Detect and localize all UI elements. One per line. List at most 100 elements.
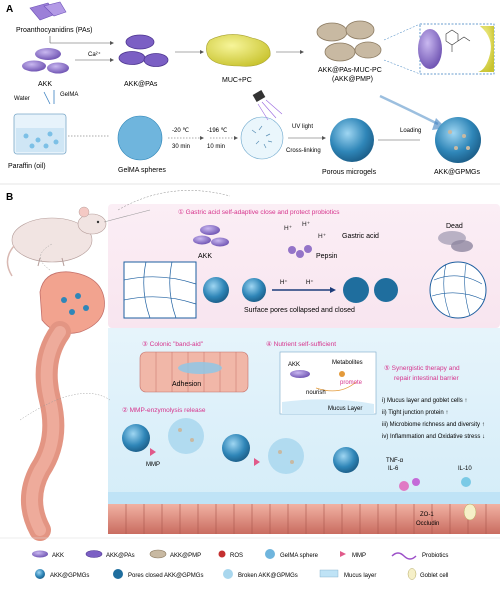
arrow-head [110, 41, 114, 45]
akk-pmp-cluster-icon [316, 20, 382, 62]
panel-a-label: A [6, 4, 13, 15]
pepsin-label: Pepsin [316, 253, 338, 260]
legend-label: Broken AKK@GPMGs [238, 573, 298, 579]
legend: AKK AKK@PAs AKK@PMP ROS GelMA sphere MMP… [32, 549, 448, 580]
crosslink-label: Cross-linking [286, 148, 321, 154]
akk-gpmgs-label: AKK@GPMGs [434, 169, 481, 176]
zoom-line [383, 59, 421, 75]
legend-label: AKK [52, 553, 64, 559]
zoom-muc-icon [478, 26, 494, 72]
legend-label: AKK@PMP [170, 553, 201, 559]
zo1-label: ZO-1 [420, 512, 434, 518]
muc-pc-label: MUC+PC [222, 77, 252, 84]
section-4-title: ④ Nutrient self-sufficient [266, 340, 336, 348]
occludin-label: Occludin [416, 521, 439, 527]
akk-cluster-icon [22, 48, 69, 74]
epithelium-band [108, 504, 500, 534]
promote-label: promote [340, 380, 363, 386]
gastric-acid-label: Gastric acid [342, 233, 379, 240]
mmp-label: MMP [146, 462, 160, 468]
legend-label: Goblet cell [420, 573, 448, 579]
akk-icon-group [193, 225, 229, 247]
cycle-arrow [315, 381, 357, 392]
cell-borders [125, 504, 487, 534]
legend-label: Mucus layer [344, 573, 376, 579]
cytokine-icon [412, 478, 420, 486]
microgel-release-2 [222, 434, 250, 462]
akk-pmp-label-2: (AKK@PMP) [332, 76, 373, 83]
akk-icon [32, 550, 48, 558]
adhesion-label: Adhesion [172, 381, 201, 388]
result-4: iv) Inflammation and Oxidative stress ↓ [382, 434, 485, 440]
h-ion-3: H⁺ [318, 233, 327, 240]
pores-label: Surface pores collapsed and closed [244, 307, 355, 314]
dead-label: Dead [446, 223, 463, 230]
microgel-degrading-1 [168, 418, 204, 454]
arrow-head [200, 136, 204, 140]
gelma-sphere-icon [265, 549, 275, 559]
zoom-akk-icon [418, 29, 442, 69]
h-ion-2: H⁺ [302, 221, 311, 228]
microgel-open-icon-2 [242, 278, 266, 302]
result-3: iii) Microbiome richness and diversity ↑ [382, 422, 485, 428]
pepsin-icon [288, 245, 312, 258]
probiotics-icon [391, 552, 417, 560]
loaded-akk-dots [448, 130, 470, 150]
section-5-title-2: repair intestinal barrier [394, 375, 460, 382]
zoom-line [383, 23, 421, 41]
ros-icon [218, 550, 226, 558]
microgel-release-1 [122, 424, 150, 452]
pores-closed-icon [343, 277, 369, 303]
result-1: i) Mucus layer and goblet cells ↑ [382, 398, 467, 404]
step1-temp: -20 ℃ [172, 128, 189, 134]
closed-mesh-icon [429, 261, 487, 319]
beaker-icon [13, 90, 67, 155]
section-2-title: ② MMP-enzymolysis release [122, 406, 206, 414]
dashed-path [117, 190, 231, 211]
mouse-icon [6, 206, 107, 277]
intestine-lumen [26, 326, 66, 536]
section-5-title-1: ⑤ Synergistic therapy and [384, 364, 460, 372]
paraffin-label: Paraffin (oil) [8, 163, 46, 170]
pores-closed-icon-2 [374, 278, 398, 302]
akk-pas-icon [85, 550, 103, 558]
akk-nutrient-label: AKK [288, 362, 300, 368]
akk-pas-label: AKK@PAs [124, 81, 158, 88]
molecule-icon [445, 29, 471, 52]
gelma-label: GelMA [60, 92, 78, 98]
microgel-open-icon [203, 277, 229, 303]
water-label: Water [14, 96, 30, 102]
porous-label: Porous microgels [322, 169, 377, 176]
akk-pas-cluster-icon [118, 34, 169, 67]
metabolite-dot [339, 371, 345, 377]
porous-microgel-icon [330, 118, 374, 162]
h-ion-arrow-2: H⁺ [306, 279, 314, 286]
released-akk [178, 428, 294, 464]
goblet-cell-icon [407, 568, 417, 580]
metabolites-label: Metabolites [332, 360, 363, 366]
dashed-path [19, 393, 111, 421]
stomach-microgels [61, 293, 89, 315]
pores-closed-icon [113, 569, 123, 579]
hydrogel-mesh-icon [123, 261, 197, 319]
legend-label: MMP [352, 553, 366, 559]
muc-pc-icon [206, 34, 271, 67]
mmp-icon [340, 551, 346, 557]
broken-icon [223, 569, 233, 579]
cytokine-icon [399, 481, 409, 491]
uv-lamp-icon [252, 90, 283, 121]
result-2: ii) Tight junction protein ↑ [382, 410, 448, 416]
h-ion-arrow-1: H⁺ [280, 279, 288, 286]
dead-bacteria-icon [438, 231, 473, 252]
akk-gpmgs-icon [35, 569, 45, 579]
ice-crystal-sphere-icon [240, 116, 284, 160]
akk-b-label: AKK [198, 253, 212, 260]
pas-label: Proanthocyanidins (PAs) [16, 27, 93, 34]
loading-label: Loading [400, 128, 421, 134]
arrow-head [322, 136, 326, 140]
mucus-layer-band [108, 492, 500, 506]
ca-label: Ca²⁺ [88, 51, 101, 58]
arrow-head [300, 50, 304, 54]
loading-arrow [379, 94, 439, 126]
